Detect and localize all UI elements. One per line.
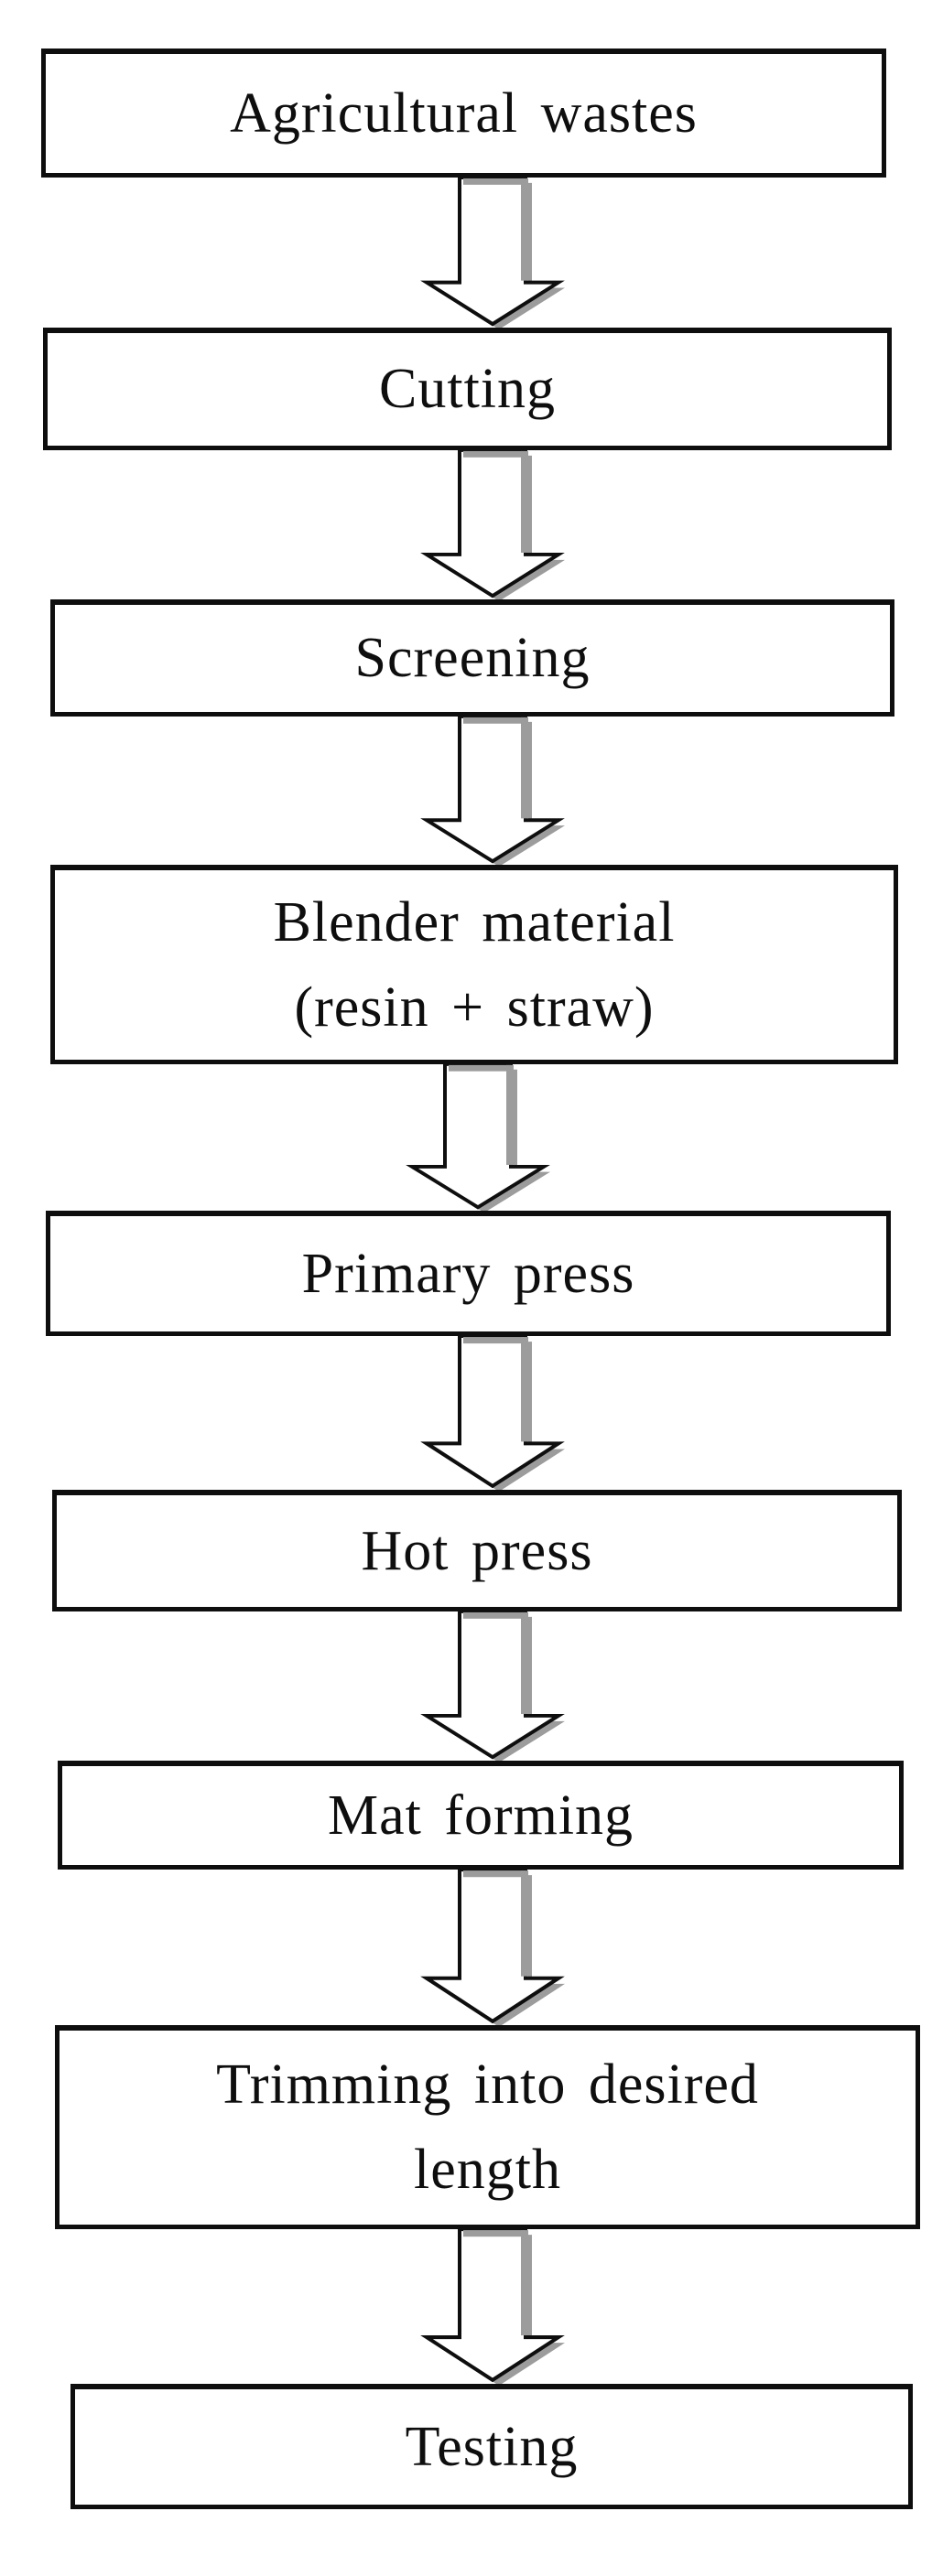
flow-box-label: Hot press — [361, 1519, 593, 1582]
flow-box-hot-press: Hot press — [52, 1490, 902, 1611]
down-arrow-icon — [420, 715, 565, 868]
flow-box-label-line2: length — [414, 2139, 561, 2201]
down-arrow-icon — [420, 176, 565, 330]
down-arrow-icon — [420, 1334, 565, 1492]
flow-box-mat-forming: Mat forming — [58, 1761, 904, 1870]
flow-box-blender-material: Blender material (resin + straw) — [50, 865, 898, 1064]
flow-box-label: Cutting — [378, 358, 557, 420]
flow-box-label: Screening — [354, 627, 591, 689]
down-arrow-icon — [420, 1610, 565, 1763]
flow-box-label: Agricultural wastes — [230, 81, 698, 145]
down-arrow-icon — [420, 448, 565, 602]
flow-box-label-line2: (resin + straw) — [294, 975, 655, 1039]
flow-box-label: Testing — [405, 2415, 579, 2478]
flow-box-cutting: Cutting — [43, 328, 892, 450]
down-arrow-icon — [420, 1868, 565, 2027]
flow-box-primary-press: Primary press — [46, 1211, 891, 1336]
flow-box-testing: Testing — [70, 2384, 913, 2509]
flow-box-screening: Screening — [50, 599, 894, 717]
flow-box-agricultural-wastes: Agricultural wastes — [41, 49, 886, 178]
flow-box-label: Blender material — [273, 890, 676, 954]
flow-box-label: Primary press — [301, 1242, 635, 1305]
down-arrow-icon — [406, 1062, 550, 1213]
down-arrow-icon — [420, 2227, 565, 2386]
flow-box-label: Mat forming — [327, 1784, 634, 1847]
flow-box-label: Trimming into desired — [216, 2053, 759, 2116]
flow-box-trimming: Trimming into desired length — [55, 2025, 920, 2229]
